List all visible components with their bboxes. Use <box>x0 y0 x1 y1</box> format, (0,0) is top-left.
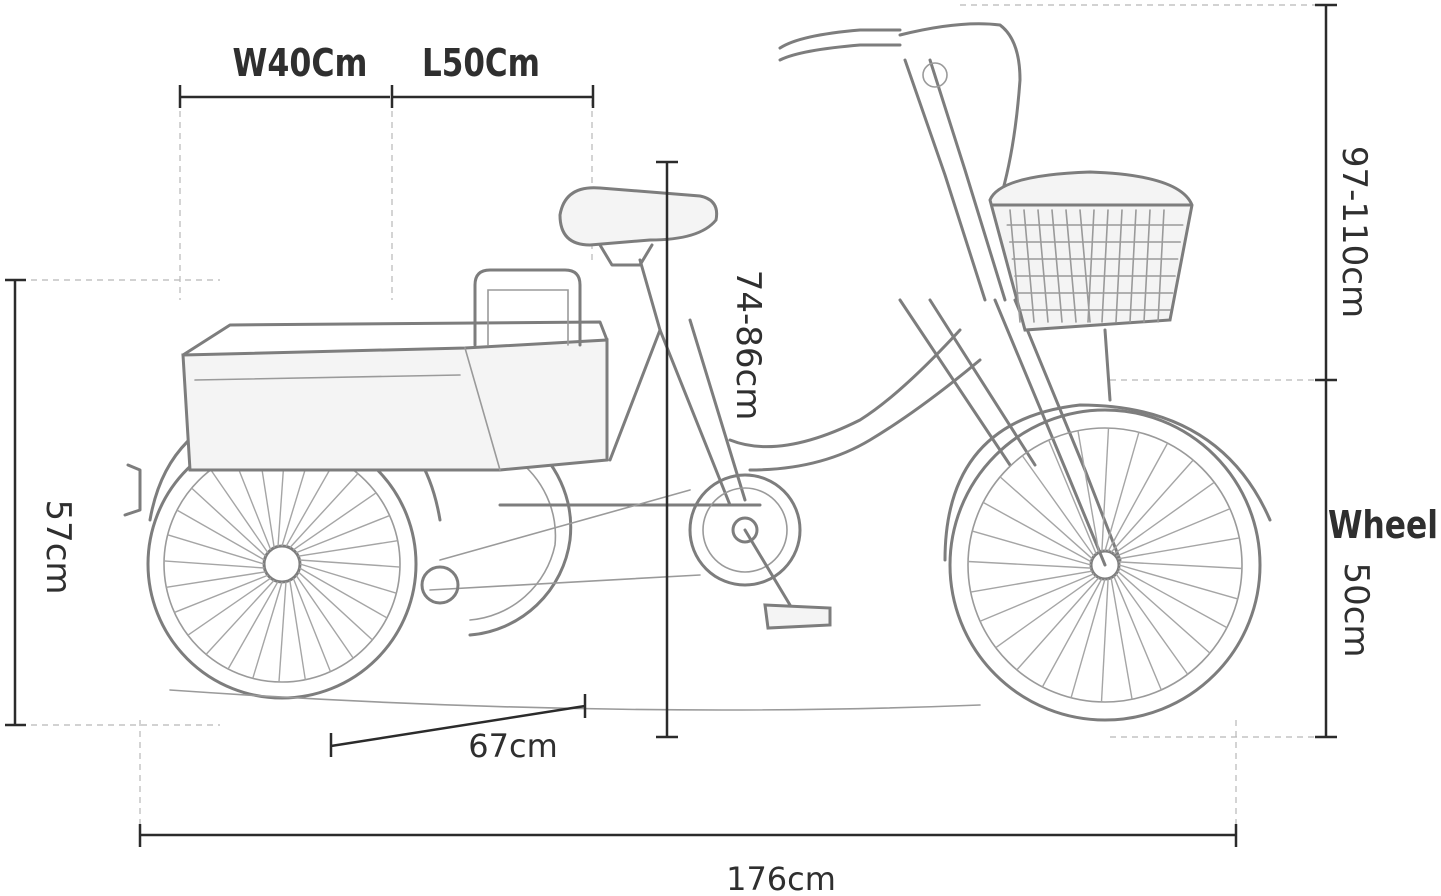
cargo-basket <box>181 268 609 472</box>
wheel-spoke <box>1118 567 1228 629</box>
wheel-spoke <box>982 501 1092 563</box>
wheel-track-dimension <box>329 694 587 757</box>
wheel-spoke <box>174 574 269 614</box>
wheel-spoke <box>292 577 332 672</box>
wheel-spoke <box>299 567 388 619</box>
frame <box>498 58 1122 567</box>
total-length-label: 176cm <box>726 860 836 896</box>
wheel-spoke <box>1113 481 1215 555</box>
wheel-spoke <box>285 458 337 547</box>
basket-mesh-line <box>1065 209 1077 323</box>
handlebar-height-dimension <box>1315 3 1337 382</box>
basket-mesh-line <box>1157 209 1165 323</box>
wheel-spoke <box>999 476 1093 560</box>
basket-mesh-line <box>1087 209 1095 323</box>
wheel-spoke <box>205 579 275 655</box>
wheel-spoke <box>187 577 272 636</box>
wheel-spoke <box>970 570 1093 593</box>
wheel-spoke <box>995 575 1097 649</box>
seat-width-dimension <box>178 85 390 108</box>
wheel-spoke <box>972 530 1092 566</box>
wheel-spoke <box>968 560 1092 569</box>
wheel-size-dimension <box>1315 380 1337 739</box>
dimension-labels: W40Cm L50Cm 74-86cm 97-110cm 57cm Wheel … <box>38 41 1438 896</box>
saddle-height-label: 74-86cm <box>728 270 768 421</box>
seat-width-label: W40Cm <box>233 41 368 85</box>
wheel-spoke <box>232 456 272 551</box>
front-basket <box>988 170 1194 402</box>
wheel-spoke <box>1117 570 1211 654</box>
wheel-spoke <box>1117 537 1240 560</box>
basket-mesh-line <box>1129 209 1137 323</box>
tricycle-illustration <box>123 22 1272 722</box>
drivetrain <box>420 473 832 630</box>
wheel-spoke <box>979 573 1095 622</box>
wheel-spoke <box>1100 578 1109 702</box>
wheel-spoke <box>1115 573 1189 675</box>
wheel-spoke <box>1016 577 1100 671</box>
wheel-spoke <box>191 487 267 557</box>
handlebar-height-label: 97-110cm <box>1334 146 1374 318</box>
wheel-spoke <box>1041 578 1103 688</box>
wheel-title-label: Wheel <box>1328 503 1438 547</box>
wheel-spoke <box>1115 508 1231 557</box>
handlebar <box>778 22 1022 202</box>
wheel-size-label: 50cm <box>1336 562 1376 657</box>
seat-length-label: L50Cm <box>422 41 540 85</box>
front-wheel <box>943 403 1272 722</box>
wheel-spoke <box>176 509 265 561</box>
basket-mesh-line <box>1009 209 1021 323</box>
wheel-spoke <box>1110 459 1194 553</box>
basket-mesh-line <box>1051 209 1063 323</box>
wheel-spoke <box>1070 578 1106 698</box>
wheel-spoke <box>1107 442 1169 552</box>
wheel-spoke <box>1101 428 1110 552</box>
seat-length-dimension <box>390 85 595 108</box>
wheel-spoke <box>299 559 401 568</box>
basket-mesh-line <box>1037 209 1049 323</box>
wheel-spoke <box>167 534 265 565</box>
wheel-spoke <box>1077 430 1100 553</box>
wheel-spoke <box>298 540 398 557</box>
wheel-spoke <box>1110 577 1133 700</box>
wheel-spoke <box>295 514 390 554</box>
dimension-lines <box>5 3 1337 847</box>
wheel-spoke <box>292 492 377 551</box>
wheel-spoke <box>1118 561 1242 570</box>
total-length-dimension <box>138 824 1238 847</box>
wheel-spoke <box>297 571 373 641</box>
wheel-spoke <box>295 574 354 659</box>
wheel-spoke <box>252 581 283 679</box>
wheel-spoke <box>1021 455 1095 557</box>
saddle-height-dimension <box>656 160 678 739</box>
basket-mesh-line <box>1023 209 1035 323</box>
rear-wheel <box>146 428 418 700</box>
basket-mesh-line <box>1101 209 1109 323</box>
front-fender <box>943 403 1272 562</box>
basket-mesh-line <box>1115 209 1123 323</box>
wheel-spoke <box>289 473 359 549</box>
wheel-spoke <box>299 563 397 594</box>
wheel-spoke <box>289 580 306 680</box>
basket-height-dimension <box>5 278 26 727</box>
wheel-spoke <box>163 560 265 569</box>
wheel-spoke <box>1104 432 1140 552</box>
wheel-spoke <box>1118 564 1238 600</box>
basket-mesh-line <box>1143 209 1151 323</box>
saddle <box>558 186 719 332</box>
wheel-spoke <box>210 469 269 554</box>
basket-height-label: 57cm <box>38 499 78 594</box>
wheel-spoke <box>1113 575 1162 691</box>
wheel-spoke <box>1048 439 1097 555</box>
wheel-track-label: 67cm <box>468 727 557 765</box>
wheel-spoke <box>278 581 287 683</box>
wheel-spoke <box>166 571 266 588</box>
guide-lines <box>20 4 1320 840</box>
wheel-spoke <box>227 581 279 670</box>
